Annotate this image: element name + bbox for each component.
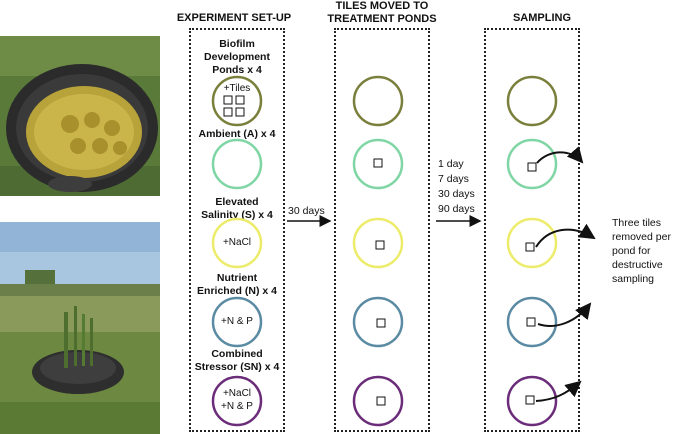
pond-photo-top: [0, 36, 160, 196]
arrow-label-90-days: 90 days: [438, 203, 475, 215]
arrow-label-7-days: 7 days: [438, 173, 469, 185]
pond-photo-field: [0, 222, 160, 434]
biofilm-label-2: Development: [204, 51, 270, 63]
treatment-ambient-tile-icon: [373, 158, 383, 168]
sampling-note-line1: Three tiles: [612, 217, 662, 229]
header-sampling: SAMPLING: [512, 12, 572, 24]
treatment-ambient-circle: [352, 138, 404, 190]
header-moved-line1: TILES MOVED TO: [335, 0, 429, 12]
treatment-combined-circle: [352, 375, 404, 427]
sampling-salinity-circle: [506, 217, 558, 269]
removal-arrow-combined: [535, 380, 582, 402]
arrow-label-30-days-sampling: 30 days: [438, 188, 475, 200]
sampling-biofilm-circle: [506, 75, 558, 127]
treatment-salinity-tile-icon: [375, 240, 385, 250]
ambient-label: Ambient (A) x 4: [198, 128, 276, 140]
sampling-note-line3: pond for: [612, 245, 651, 257]
nacl-text: +NaCl: [222, 237, 252, 248]
removal-arrow-salinity: [535, 223, 596, 248]
sampling-ambient-circle: [506, 138, 558, 190]
biofilm-tiles-icon: [223, 95, 245, 117]
header-setup: EXPERIMENT SET-UP: [176, 12, 292, 24]
treatment-nutrient-tile-icon: [376, 318, 386, 328]
removal-arrow-nutrient: [537, 302, 592, 327]
treatment-panel: [334, 28, 430, 432]
biofilm-pond-circle: [211, 75, 263, 127]
sn-text-1: +NaCl: [222, 388, 252, 399]
sampling-combined-tile-icon: [525, 395, 535, 405]
nutrient-label-1: Nutrient: [216, 272, 258, 284]
elevated-label-2: Salinity (S) x 4: [201, 209, 273, 221]
treatment-salinity-circle: [352, 217, 404, 269]
combined-label-2: Stressor (SN) x 4: [194, 361, 280, 373]
treatment-biofilm-circle: [352, 75, 404, 127]
sn-text-2: +N & P: [221, 401, 253, 412]
arrow-label-1-day: 1 day: [438, 158, 464, 170]
biofilm-label-1: Biofilm: [219, 38, 255, 50]
removal-arrow-ambient: [536, 146, 584, 164]
nutrient-pond-circle: [211, 296, 263, 348]
header-moved-line2: TREATMENT PONDS: [327, 13, 437, 25]
sampling-salinity-tile-icon: [525, 242, 535, 252]
nutrient-label-2: Enriched (N) x 4: [197, 285, 277, 297]
combined-label-1: Combined: [211, 348, 263, 360]
np-text: +N & P: [221, 316, 253, 327]
treatment-combined-tile-icon: [376, 396, 386, 406]
treatment-nutrient-circle: [352, 296, 404, 348]
sampling-nutrient-circle: [506, 296, 558, 348]
sampling-note-line5: sampling: [612, 273, 655, 285]
salinity-pond-circle: [211, 217, 263, 269]
sampling-note-line2: removed per: [612, 231, 671, 243]
elevated-label-1: Elevated: [215, 196, 259, 208]
sampling-ambient-tile-icon: [527, 162, 537, 172]
arrow-label-30-days: 30 days: [288, 205, 325, 217]
ambient-pond-circle: [211, 138, 263, 190]
tiles-text: +Tiles: [223, 83, 251, 94]
combined-pond-circle: [211, 375, 263, 427]
setup-panel: [189, 28, 285, 432]
sampling-note-line4: destructive: [612, 259, 663, 271]
sampling-nutrient-tile-icon: [526, 317, 536, 327]
biofilm-label-3: Ponds x 4: [212, 64, 262, 76]
sampling-combined-circle: [506, 375, 558, 427]
